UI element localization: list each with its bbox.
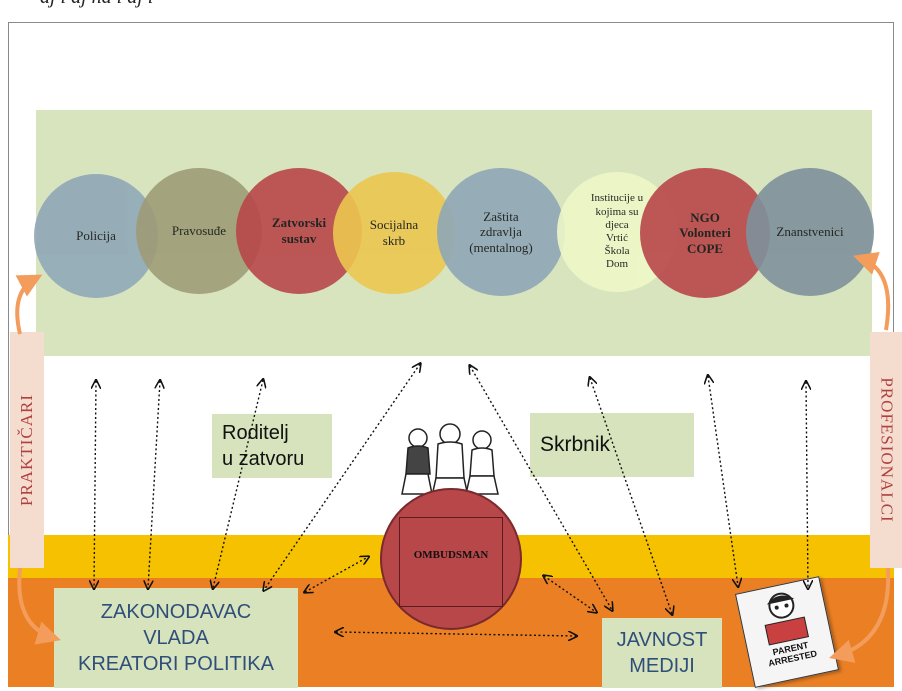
circle-label-pravosude: Pravosuđe [172,223,226,239]
box-javnost-line2: MEDIJI [629,655,695,677]
box-zakonodavac-line2: VLADA [143,627,209,649]
box-roditelj: Roditelj u zatvoru [212,414,332,478]
circle-label-line: Vrtić [606,232,628,244]
side-label-profesionalci: PROFESIONALCI [878,377,897,523]
circle-label-line: skrb [382,233,406,248]
circle-label-line: (mentalnog) [469,239,533,255]
cropped-title: aj i aj na i aj i [40,0,153,9]
ombudsman-square [399,517,503,607]
side-bar-left: PRAKTIČARI [10,332,44,568]
ombudsman-label: OMBUDSMAN [413,549,489,561]
circle-label-line: Volonteri [679,225,731,241]
circle-label-line: NGO [690,209,720,225]
parent-arrested-poster: PARENT ARRESTED [734,576,840,688]
circle-label-line: zdravlja [480,224,522,240]
circle-label-line: kojima su [595,205,639,218]
circle-label-line: Škola [604,245,630,258]
circle-label-znanstvenici: Znanstvenici [776,224,843,240]
box-zakonodavac-line1: ZAKONODAVAC [100,601,252,623]
box-roditelj-line2: u zatvoru [222,448,305,470]
side-bar-right: PROFESIONALCI [870,332,902,568]
circle-label-line: Pravosuđe [171,223,227,239]
box-javnost-line1: JAVNOST [616,629,708,651]
circle-label-policija: Policija [76,228,116,244]
circle-label-line: Dom [606,258,628,271]
circle-label-line: Socijalna [369,217,419,233]
circle-label-line: Institucije u [590,192,644,205]
circle-znanstvenici: Znanstvenici [746,168,874,296]
circle-label-line: djeca [605,218,629,231]
circle-label-line: COPE [686,240,724,256]
box-skrbnik: Skrbnik [530,413,694,477]
circle-label-line: Zaštita [483,208,519,224]
circle-label-line: sustav [281,231,317,246]
box-javnost: JAVNOST MEDIJI [602,618,722,688]
box-zakonodavac: ZAKONODAVAC VLADA KREATORI POLITIKA [54,588,298,688]
box-roditelj-line1: Roditelj [222,422,289,444]
circle-label-line: Zatvorski [271,215,327,231]
box-skrbnik-label: Skrbnik [540,433,611,456]
box-zakonodavac-line3: KREATORI POLITIKA [78,653,274,675]
circle-label-line: Policija [76,228,116,244]
poster-figure-icon [764,592,810,646]
circle-label-line: Znanstvenici [776,224,844,240]
side-label-prakticari: PRAKTIČARI [17,393,37,507]
